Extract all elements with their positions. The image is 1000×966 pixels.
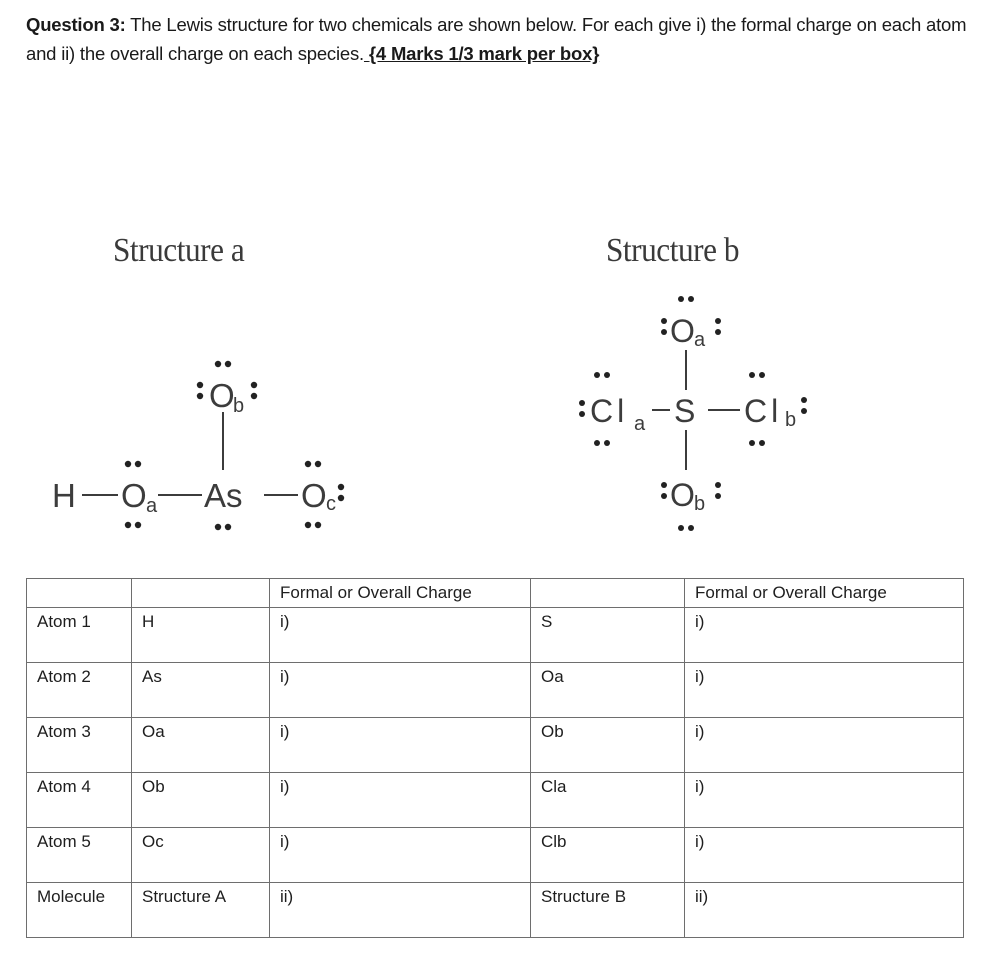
atom-cla-sub: a [634, 413, 646, 435]
atom-clb-sub: b [785, 409, 796, 431]
atom-clb: Cl [744, 393, 782, 429]
lone-pairs-cla [579, 372, 610, 446]
structure-a-diagram: H O a As O b O c [40, 360, 420, 550]
structure-b-diagram: S O a O b Cl a Cl b [560, 290, 840, 540]
atom-oa-sub: a [146, 495, 158, 517]
atom-as: As [204, 477, 243, 514]
structure-b-atom: Oa [530, 662, 685, 718]
structure-a-answer-field[interactable]: i) [269, 662, 531, 718]
structure-b-atom: Clb [530, 827, 685, 883]
structure-a-atom: Oa [131, 717, 270, 773]
row-label: Molecule [26, 882, 132, 938]
structure-a-answer-field[interactable]: i) [269, 607, 531, 663]
question-prompt: Question 3: The Lewis structure for two … [26, 10, 976, 68]
structure-b-answer-field[interactable]: i) [684, 717, 964, 773]
table-row: Atom 3 Oa i) Ob i) [26, 717, 964, 773]
structure-b-overall-charge-field[interactable]: ii) [684, 882, 964, 938]
atom-ob-sub: b [694, 493, 705, 515]
atom-oa: O [121, 477, 147, 514]
structure-b-name: Structure B [530, 882, 685, 938]
lone-pairs-oc [304, 460, 345, 529]
header-charge-a: Formal or Overall Charge [269, 578, 531, 608]
structure-a-answer-field[interactable]: i) [269, 772, 531, 828]
structure-a-answer-field[interactable]: i) [269, 717, 531, 773]
structure-b-answer-field[interactable]: i) [684, 827, 964, 883]
atom-cla: Cl [590, 393, 628, 429]
structure-a-answer-field[interactable]: i) [269, 827, 531, 883]
table-row: Atom 2 As i) Oa i) [26, 662, 964, 718]
atom-ob: O [209, 377, 235, 414]
table-row: Molecule Structure A ii) Structure B ii) [26, 882, 964, 938]
header-cell [26, 578, 132, 608]
atom-oc: O [301, 477, 327, 514]
lone-pairs-oa [661, 296, 721, 335]
lone-pairs-ob [196, 360, 258, 400]
answer-table: Formal or Overall Charge Formal or Overa… [26, 578, 964, 938]
atom-s: S [674, 393, 695, 429]
row-label: Atom 3 [26, 717, 132, 773]
lone-pairs-as [214, 523, 232, 531]
table-row: Atom 4 Ob i) Cla i) [26, 772, 964, 828]
structure-a-atom: Ob [131, 772, 270, 828]
header-cell [530, 578, 685, 608]
table-row: Atom 1 H i) S i) [26, 607, 964, 663]
structure-a-title: Structure a [113, 232, 245, 269]
structure-b-answer-field[interactable]: i) [684, 662, 964, 718]
structure-a-overall-charge-field[interactable]: ii) [269, 882, 531, 938]
structure-a-name: Structure A [131, 882, 270, 938]
structure-b-atom: Ob [530, 717, 685, 773]
table-header-row: Formal or Overall Charge Formal or Overa… [26, 578, 964, 608]
row-label: Atom 5 [26, 827, 132, 883]
table-row: Atom 5 Oc i) Clb i) [26, 827, 964, 883]
header-charge-b: Formal or Overall Charge [684, 578, 964, 608]
structure-b-atom: S [530, 607, 685, 663]
structure-a-atom: Oc [131, 827, 270, 883]
lone-pairs-oa [124, 460, 142, 529]
structure-b-atom: Cla [530, 772, 685, 828]
question-number: Question 3: [26, 14, 126, 35]
atom-oa: O [670, 313, 695, 349]
structure-a-atom: As [131, 662, 270, 718]
lone-pairs-ob [661, 482, 721, 531]
marks-allocation: {4 Marks 1/3 mark per box} [368, 43, 600, 64]
structure-b-answer-field[interactable]: i) [684, 607, 964, 663]
atom-oc-sub: c [326, 493, 336, 515]
row-label: Atom 4 [26, 772, 132, 828]
structure-b-title: Structure b [606, 232, 740, 269]
row-label: Atom 2 [26, 662, 132, 718]
atom-oa-sub: a [694, 329, 706, 351]
structure-b-answer-field[interactable]: i) [684, 772, 964, 828]
atom-h: H [52, 477, 76, 514]
structure-a-atom: H [131, 607, 270, 663]
row-label: Atom 1 [26, 607, 132, 663]
header-cell [131, 578, 270, 608]
atom-ob-sub: b [233, 395, 244, 417]
lone-pairs-clb [749, 372, 807, 446]
question-text: The Lewis structure for two chemicals ar… [26, 14, 967, 64]
atom-ob: O [670, 477, 695, 513]
